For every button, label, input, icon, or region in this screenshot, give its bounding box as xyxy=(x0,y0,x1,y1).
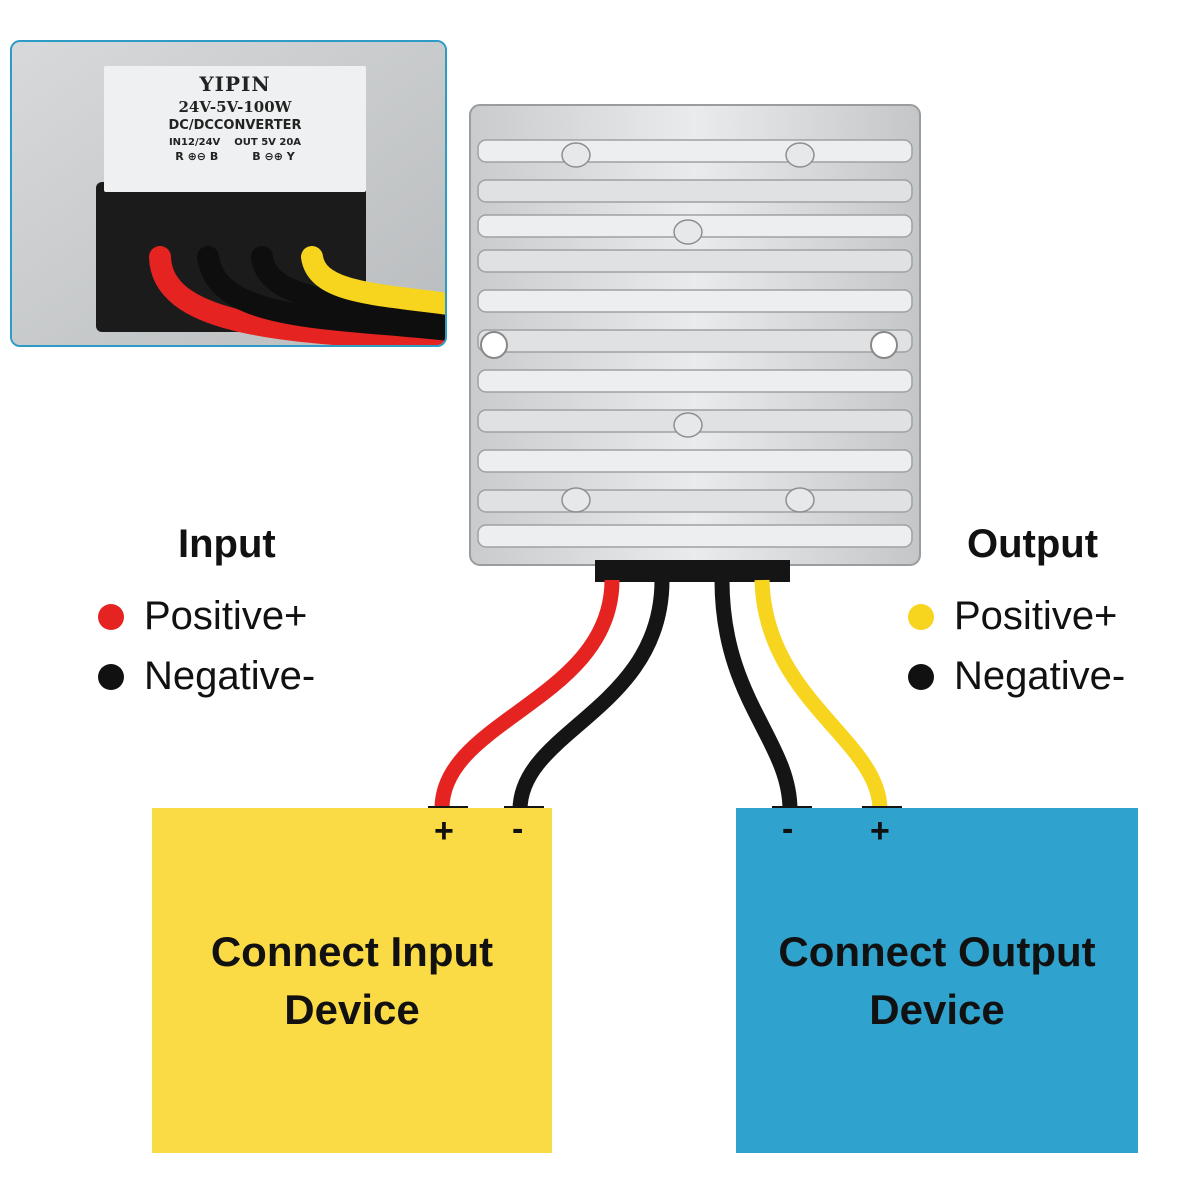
label-out-neg-letter: B xyxy=(252,150,261,163)
output-device-box: Connect Output Device xyxy=(736,808,1138,1153)
input-positive-legend: Positive+ xyxy=(98,594,307,639)
heatsink-fin xyxy=(477,139,913,163)
label-brand: YIPIN xyxy=(199,72,271,96)
input-device-box: Connect Input Device xyxy=(152,808,552,1153)
label-in-neg-letter: B xyxy=(209,150,219,163)
output-negative-label: Negative- xyxy=(954,654,1126,698)
input-positive-label: Positive+ xyxy=(144,594,308,638)
heatsink-fin xyxy=(477,369,913,393)
heatsink-fin xyxy=(477,179,913,203)
screw-head xyxy=(785,487,815,513)
converter-module xyxy=(469,104,921,582)
input-negative-legend: Negative- xyxy=(98,654,315,699)
label-out-terminals: B ⊖⊕ Y xyxy=(252,150,294,163)
input-legend-title: Input xyxy=(178,522,276,566)
black-dot-icon xyxy=(98,663,124,690)
label-in-terminals: R ⊕⊖ B xyxy=(175,150,218,163)
output-minus-sign: - xyxy=(782,810,794,848)
input-minus-sign: - xyxy=(512,810,524,848)
output-positive-legend: Positive+ xyxy=(908,594,1117,639)
input-device-line1: Connect Input xyxy=(210,927,494,975)
heatsink-fin xyxy=(477,489,913,513)
output-device-line1: Connect Output xyxy=(778,927,1096,975)
heatsink-fin xyxy=(477,524,913,548)
plus-circle-icon: ⊕⊖ xyxy=(187,150,207,163)
screw-head xyxy=(785,142,815,168)
screw-head xyxy=(561,142,591,168)
inset-closeup-photo: YIPIN 24V-5V-100W DC/DCCONVERTER IN12/24… xyxy=(10,40,447,347)
red-dot-icon xyxy=(98,603,124,630)
screw-head xyxy=(561,487,591,513)
converter-label-plate: YIPIN 24V-5V-100W DC/DCCONVERTER IN12/24… xyxy=(104,66,366,192)
input-plus-sign: + xyxy=(434,812,454,850)
heatsink-fin xyxy=(477,289,913,313)
output-negative-wire xyxy=(714,579,798,811)
label-out-spec: OUT 5V 20A xyxy=(234,137,302,148)
output-legend-title: Output xyxy=(967,522,1099,566)
label-in-pos-letter: R xyxy=(175,150,184,163)
output-plus-sign: + xyxy=(870,812,890,850)
heatsink-fin xyxy=(477,249,913,273)
label-out-pos-letter: Y xyxy=(286,150,295,163)
mount-hole-right xyxy=(870,331,898,359)
label-model: 24V-5V-100W xyxy=(178,98,292,116)
label-type: DC/DCCONVERTER xyxy=(168,118,302,133)
cable-grommet xyxy=(595,560,790,582)
input-negative-wire xyxy=(512,579,670,811)
label-in-spec: IN12/24V xyxy=(168,137,221,148)
input-positive-wire xyxy=(434,579,620,811)
heatsink-fin xyxy=(477,329,913,353)
output-positive-label: Positive+ xyxy=(954,594,1118,638)
screw-head xyxy=(673,412,703,438)
minus-circle-icon: ⊖⊕ xyxy=(264,150,283,163)
input-negative-label: Negative- xyxy=(144,654,316,698)
input-device-line2: Device xyxy=(284,985,420,1033)
mount-hole-left xyxy=(480,331,508,359)
yellow-dot-icon xyxy=(908,603,934,630)
output-negative-legend: Negative- xyxy=(908,654,1125,699)
output-device-line2: Device xyxy=(869,985,1005,1033)
heatsink-fin xyxy=(477,449,913,473)
output-positive-wire xyxy=(754,579,888,811)
screw-head xyxy=(673,219,703,245)
black-dot-icon xyxy=(908,663,934,690)
